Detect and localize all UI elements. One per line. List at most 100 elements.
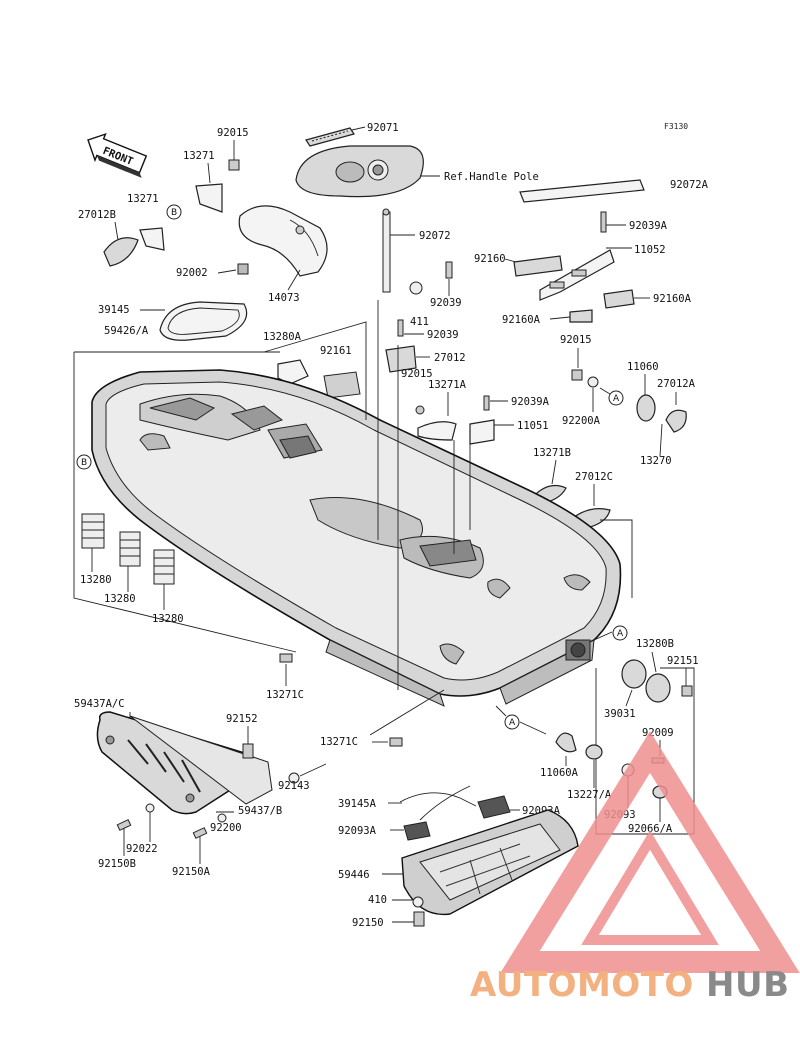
ref-circle-A-1	[608, 390, 624, 406]
plate-27012	[385, 345, 417, 373]
callout-92160: 92160	[474, 253, 506, 265]
handle-grip	[237, 205, 328, 277]
clamp-13280-c	[153, 549, 175, 585]
callout-92160A-right: 92160A	[653, 293, 692, 305]
callout-13280B: 13280B	[636, 638, 674, 650]
cable-39145A	[399, 792, 477, 807]
ref-circle-A-3	[504, 714, 520, 730]
washer-icon	[409, 281, 423, 295]
callout-92072A: 92072A	[670, 179, 709, 191]
callout-92151: 92151	[667, 655, 699, 667]
callout-13271C-b: 13271C	[320, 736, 358, 748]
callout-13271C-a: 13271C	[266, 689, 304, 701]
callout-92022: 92022	[126, 843, 158, 855]
diagram-code: F3130	[664, 122, 688, 131]
callout-14073: 14073	[268, 292, 300, 304]
hull-body	[91, 369, 622, 707]
bracket-13271	[195, 183, 223, 213]
callout-27012: 27012	[434, 352, 466, 364]
ref-B-top: B	[171, 208, 177, 218]
callout-39145: 39145	[98, 304, 130, 316]
callout-59446: 59446	[338, 869, 370, 881]
callout-92039A-top: 92039A	[629, 220, 668, 232]
callout-92015-top: 92015	[217, 127, 249, 139]
fitting-39031	[621, 659, 647, 689]
clamp-13280-b	[119, 531, 141, 567]
callout-13271B: 13271B	[533, 447, 571, 459]
ride-plate-59446	[401, 809, 579, 916]
ref-A-3: A	[509, 718, 516, 728]
callout-13270: 13270	[640, 455, 672, 467]
intake-grate	[96, 711, 273, 815]
callout-13280-c: 13280	[152, 613, 184, 625]
pad-92161	[323, 371, 361, 399]
callout-92093A-left: 92093A	[338, 825, 377, 837]
bolt-92039	[445, 261, 453, 279]
callout-92150A: 92150A	[172, 866, 211, 878]
pad-92160	[513, 255, 563, 277]
callout-411: 411	[410, 316, 429, 328]
bracket-13271A	[417, 421, 457, 441]
callout-92143: 92143	[278, 780, 310, 792]
callout-92071: 92071	[367, 122, 399, 134]
callout-92160A-left: 92160A	[502, 314, 541, 326]
callout-92015-mid: 92015	[401, 368, 433, 380]
callout-92039A-mid: 92039A	[511, 396, 550, 408]
clamp-13280A	[277, 359, 309, 385]
cap-11060	[636, 394, 656, 422]
pad-92093A-right	[477, 795, 511, 819]
ref-A-2: A	[617, 629, 624, 639]
washer-92143	[288, 772, 300, 784]
callout-39145A: 39145A	[338, 798, 377, 810]
callout-11052: 11052	[634, 244, 666, 256]
callout-92150: 92150	[352, 917, 384, 929]
ref-circle-B-top	[166, 204, 182, 220]
callout-410: 410	[368, 894, 387, 906]
cap-11060A	[555, 732, 577, 753]
callout-92152: 92152	[226, 713, 258, 725]
ref-circle-B	[76, 454, 92, 470]
callout-27012A: 27012A	[657, 378, 696, 390]
callout-27012C: 27012C	[575, 471, 613, 483]
callout-92072: 92072	[419, 230, 451, 242]
watermark-text-automoto: AUTOMOTO	[470, 965, 694, 1005]
fitting-13227	[585, 744, 603, 760]
callout-59426A: 59426/A	[104, 325, 149, 337]
callout-27012B: 27012B	[78, 209, 116, 221]
clip-13271C-b	[389, 737, 403, 747]
handle-pole-assembly	[295, 127, 424, 198]
bolt-92152	[242, 743, 254, 759]
callout-11060A: 11060A	[540, 767, 579, 779]
nut-icon	[228, 159, 240, 171]
callout-59437B: 59437/B	[238, 805, 282, 817]
callout-11060: 11060	[627, 361, 659, 373]
callout-13227A: 13227/A	[567, 789, 612, 801]
grommet-27012B	[103, 237, 139, 267]
callout-92200: 92200	[210, 822, 242, 834]
ref-circle-A-2	[612, 625, 628, 641]
watermark-logo	[500, 731, 800, 973]
strap-92072A	[519, 179, 645, 203]
callout-13280A: 13280A	[263, 331, 302, 343]
pad-92093A-left	[403, 821, 431, 841]
bracket-13271-b	[139, 227, 165, 251]
bracket-11051	[469, 419, 495, 445]
clamp-13280-a	[81, 513, 105, 549]
callout-59437AC: 59437A/C	[74, 698, 125, 710]
washer-410	[412, 896, 424, 908]
callout-39031: 39031	[604, 708, 636, 720]
grommet-27012A	[665, 409, 687, 433]
ref-handle-pole-note: Ref.Handle Pole	[444, 171, 539, 183]
callout-92161: 92161	[320, 345, 352, 357]
callout-13271-left: 13271	[127, 193, 159, 205]
callout-92039-a: 92039	[430, 297, 462, 309]
bolt-92151	[681, 685, 693, 697]
bolt-icon	[600, 211, 607, 233]
pad-92160A	[603, 289, 635, 309]
clip-13271C	[279, 653, 293, 663]
callout-11051: 11051	[517, 420, 549, 432]
fitting-13280B	[645, 673, 671, 703]
callout-13280-b: 13280	[104, 593, 136, 605]
callout-92002: 92002	[176, 267, 208, 279]
